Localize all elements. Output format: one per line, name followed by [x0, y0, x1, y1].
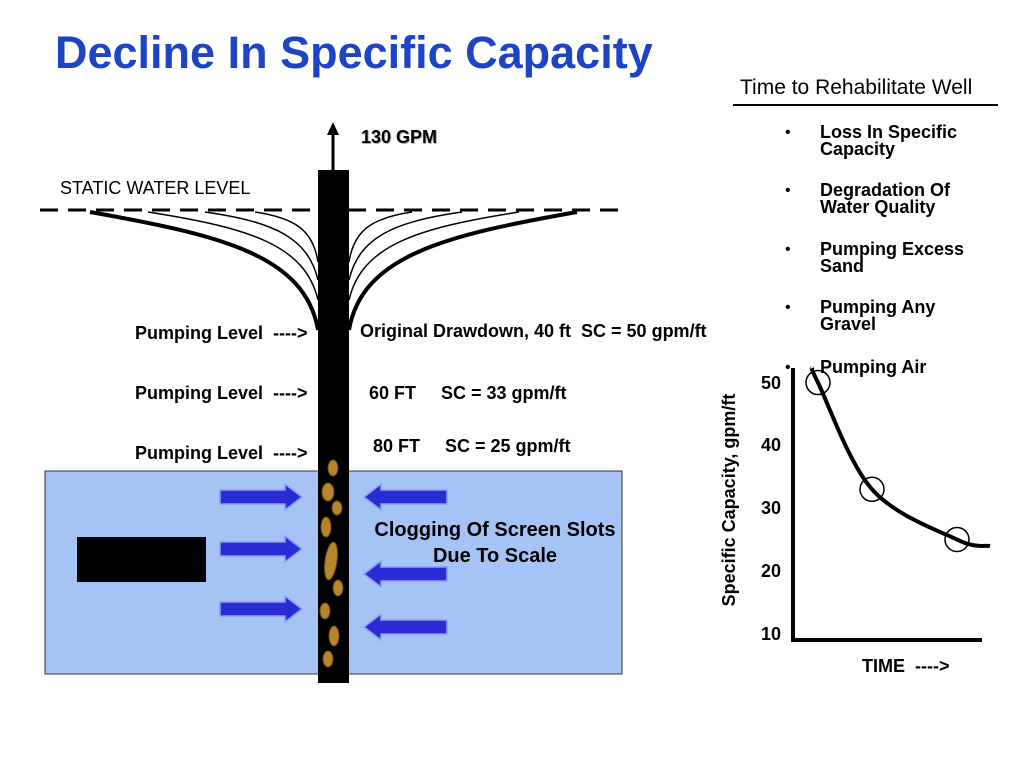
scale-deposit — [327, 459, 339, 477]
drawdown-curve-outer-right — [347, 210, 578, 331]
flow-arrow-right — [219, 594, 304, 624]
drawdown-label: 60 FT SC = 33 gpm/ft — [369, 383, 567, 403]
drawdown-label: 80 FT SC = 25 gpm/ft — [373, 436, 571, 456]
scale-deposit — [321, 482, 335, 502]
data-point-marker — [859, 476, 885, 503]
scale-deposit — [332, 579, 344, 597]
scale-deposit — [322, 650, 334, 668]
flow-arrow-right — [219, 482, 304, 512]
flow-arrow-left — [362, 612, 448, 642]
y-axis-label: Specific Capacity, gpm/ft — [719, 393, 739, 607]
drawdown-cone — [89, 210, 578, 331]
drawdown-curve-left — [254, 211, 319, 263]
scale-deposit — [331, 500, 343, 516]
data-point-marker — [805, 369, 831, 396]
chart-marks — [805, 366, 991, 553]
data-point-marker — [944, 526, 970, 553]
bullet-marker: • — [785, 241, 791, 258]
flow-arrow-left — [362, 482, 448, 512]
drawdown-curve-left — [204, 211, 319, 281]
clogging-caption: Clogging Of Screen Slots Due To Scale — [365, 517, 625, 569]
drawdown-curve-right — [348, 211, 463, 281]
list-item: Pumping Air — [820, 357, 927, 377]
drawdown-label: Original Drawdown, 40 ft SC = 50 gpm/ft — [360, 321, 707, 341]
bullet-marker: • — [785, 124, 791, 141]
y-tick-label: 30 — [760, 498, 781, 519]
pumping-level-label: Pumping Level ----> — [135, 383, 308, 403]
y-tick-label: 40 — [760, 435, 781, 456]
series-line — [809, 366, 991, 548]
scale-deposits — [319, 459, 344, 668]
y-tick-label: 10 — [760, 623, 781, 644]
clogging-caption-line: Clogging Of Screen Slots — [374, 519, 616, 541]
heading-underline — [733, 104, 998, 106]
static-water-level-label: STATIC WATER LEVEL — [60, 178, 251, 198]
x-axis-label: TIME ----> — [862, 656, 950, 676]
scale-deposit — [320, 516, 332, 538]
pumping-level-label: Pumping Level ----> — [135, 323, 308, 343]
drawdown-curve-outer-left — [89, 210, 320, 331]
flow-arrow-left — [362, 559, 448, 589]
bullet-marker: • — [785, 182, 791, 199]
rehab-heading: Time to Rehabilitate Well — [740, 76, 973, 99]
y-tick-label: 50 — [760, 372, 781, 393]
bullet-marker: • — [785, 299, 791, 316]
flow-arrow-right — [219, 534, 304, 564]
list-item: Degradation Of Water Quality — [820, 180, 951, 217]
pumping-level-label: Pumping Level ----> — [135, 443, 308, 463]
bullet-marker: • — [785, 359, 791, 376]
list-item: Pumping Any Gravel — [820, 297, 936, 334]
list-item: Pumping Excess Sand — [820, 239, 965, 276]
drawdown-curve-right — [348, 211, 520, 301]
scale-deposit — [319, 602, 331, 620]
drawdown-curve-right — [348, 211, 413, 263]
scale-deposit — [328, 625, 340, 647]
clogging-caption-line: Due To Scale — [432, 545, 558, 567]
drawdown-curve-left — [147, 211, 319, 301]
page-title: Decline In Specific Capacity — [55, 27, 653, 78]
discharge-arrow-head — [327, 122, 339, 135]
y-tick-label: 20 — [760, 560, 781, 581]
well-casing — [318, 170, 349, 683]
list-item: Loss In Specific Capacity — [820, 122, 958, 159]
flow-arrows — [219, 482, 448, 642]
scale-deposit — [323, 541, 339, 581]
flow-rate-label: 130 GPM — [361, 127, 438, 147]
black-rectangle — [77, 537, 206, 582]
